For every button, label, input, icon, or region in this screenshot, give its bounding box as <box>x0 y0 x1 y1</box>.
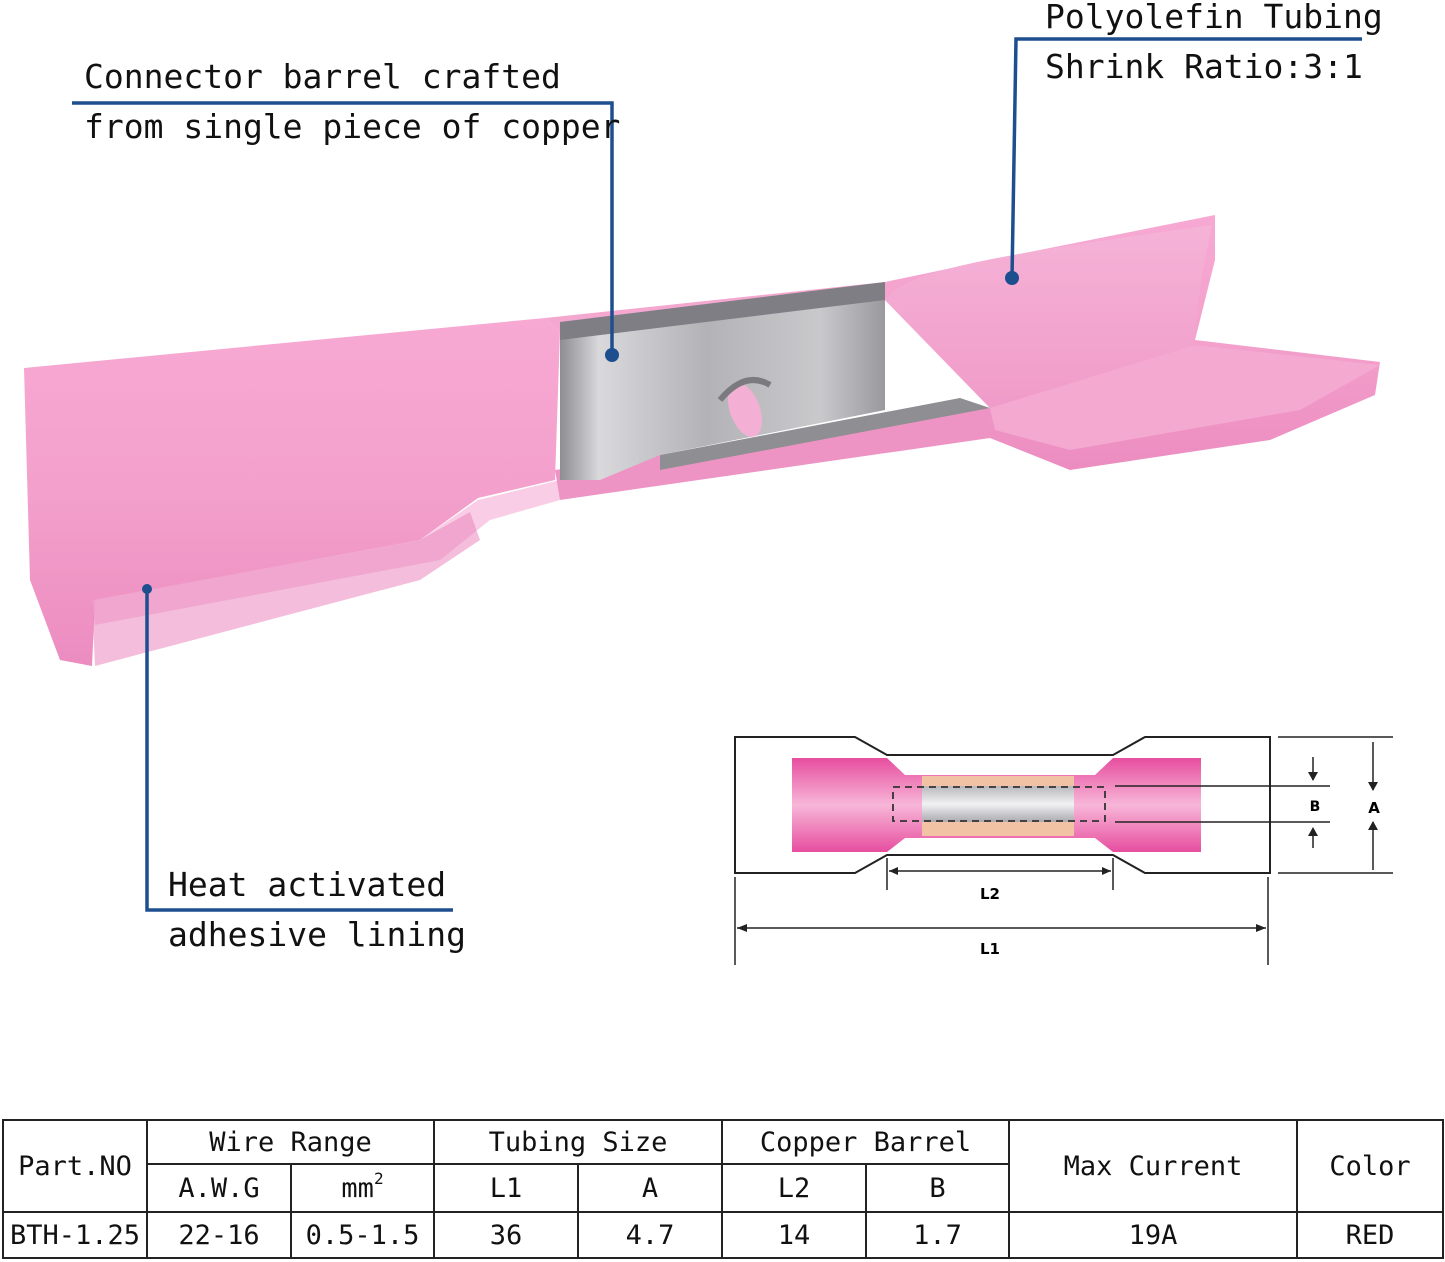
tubing-callout-line1: Polyolefin Tubing <box>1045 0 1383 36</box>
subheader-l1: L1 <box>433 1163 579 1213</box>
subheader-awg: A.W.G <box>146 1163 292 1213</box>
dimension-label-l2: L2 <box>980 885 1000 903</box>
header-tubing-size: Tubing Size <box>433 1119 723 1165</box>
header-wire-range: Wire Range <box>146 1119 435 1165</box>
header-copper-barrel: Copper Barrel <box>720 1119 1011 1165</box>
barrel-callout-dot <box>605 348 619 362</box>
cell-mm2: 0.5-1.5 <box>290 1211 435 1259</box>
subheader-l2: L2 <box>721 1163 867 1213</box>
dimension-label-a: A <box>1368 799 1380 817</box>
connector-illustration: L2 L1 B A <box>24 37 1393 965</box>
callout-leaders <box>72 37 1362 912</box>
cell-part: BTH-1.25 <box>2 1211 148 1259</box>
mm-superscript: 2 <box>373 1168 384 1188</box>
cell-awg: 22-16 <box>146 1211 292 1259</box>
barrel-callout-line1: Connector barrel crafted <box>84 57 561 96</box>
header-part-no: Part.NO <box>2 1119 148 1213</box>
header-max-current: Max Current <box>1008 1119 1299 1213</box>
table-row: BTH-1.25 22-16 0.5-1.5 36 4.7 14 1.7 19A… <box>2 1211 1445 1259</box>
subheader-b: B <box>864 1163 1011 1213</box>
cell-a: 4.7 <box>577 1211 723 1259</box>
adhesive-callout-line1: Heat activated <box>168 865 447 904</box>
copper-barrel <box>560 282 990 480</box>
dimension-diagram: L2 L1 B A <box>734 736 1393 965</box>
adhesive-callout-dot <box>142 584 152 594</box>
subheader-a: A <box>577 1163 723 1213</box>
cell-b: 1.7 <box>864 1211 1011 1259</box>
adhesive-callout-line2: adhesive lining <box>168 915 467 954</box>
dimension-label-l1: L1 <box>980 940 1000 958</box>
barrel-callout-line2: from single piece of copper <box>84 107 621 146</box>
adhesive-leader-line <box>145 589 453 912</box>
barrel-leader-line <box>72 101 614 355</box>
dimension-label-b: B <box>1310 799 1321 815</box>
spec-table: Part.NO Wire Range Tubing Size Copper Ba… <box>2 1119 1445 1259</box>
cell-l1: 36 <box>433 1211 579 1259</box>
tubing-leader-line <box>1010 37 1362 279</box>
mm-unit: mm <box>341 1172 374 1204</box>
tubing-callout-line2: Shrink Ratio:3:1 <box>1045 47 1363 86</box>
subheader-mm2: mm2 <box>290 1163 435 1213</box>
cell-l2: 14 <box>721 1211 867 1259</box>
header-color: Color <box>1296 1119 1445 1213</box>
cell-current: 19A <box>1008 1211 1299 1259</box>
tubing-callout-dot <box>1005 271 1019 285</box>
cell-color: RED <box>1296 1211 1445 1259</box>
